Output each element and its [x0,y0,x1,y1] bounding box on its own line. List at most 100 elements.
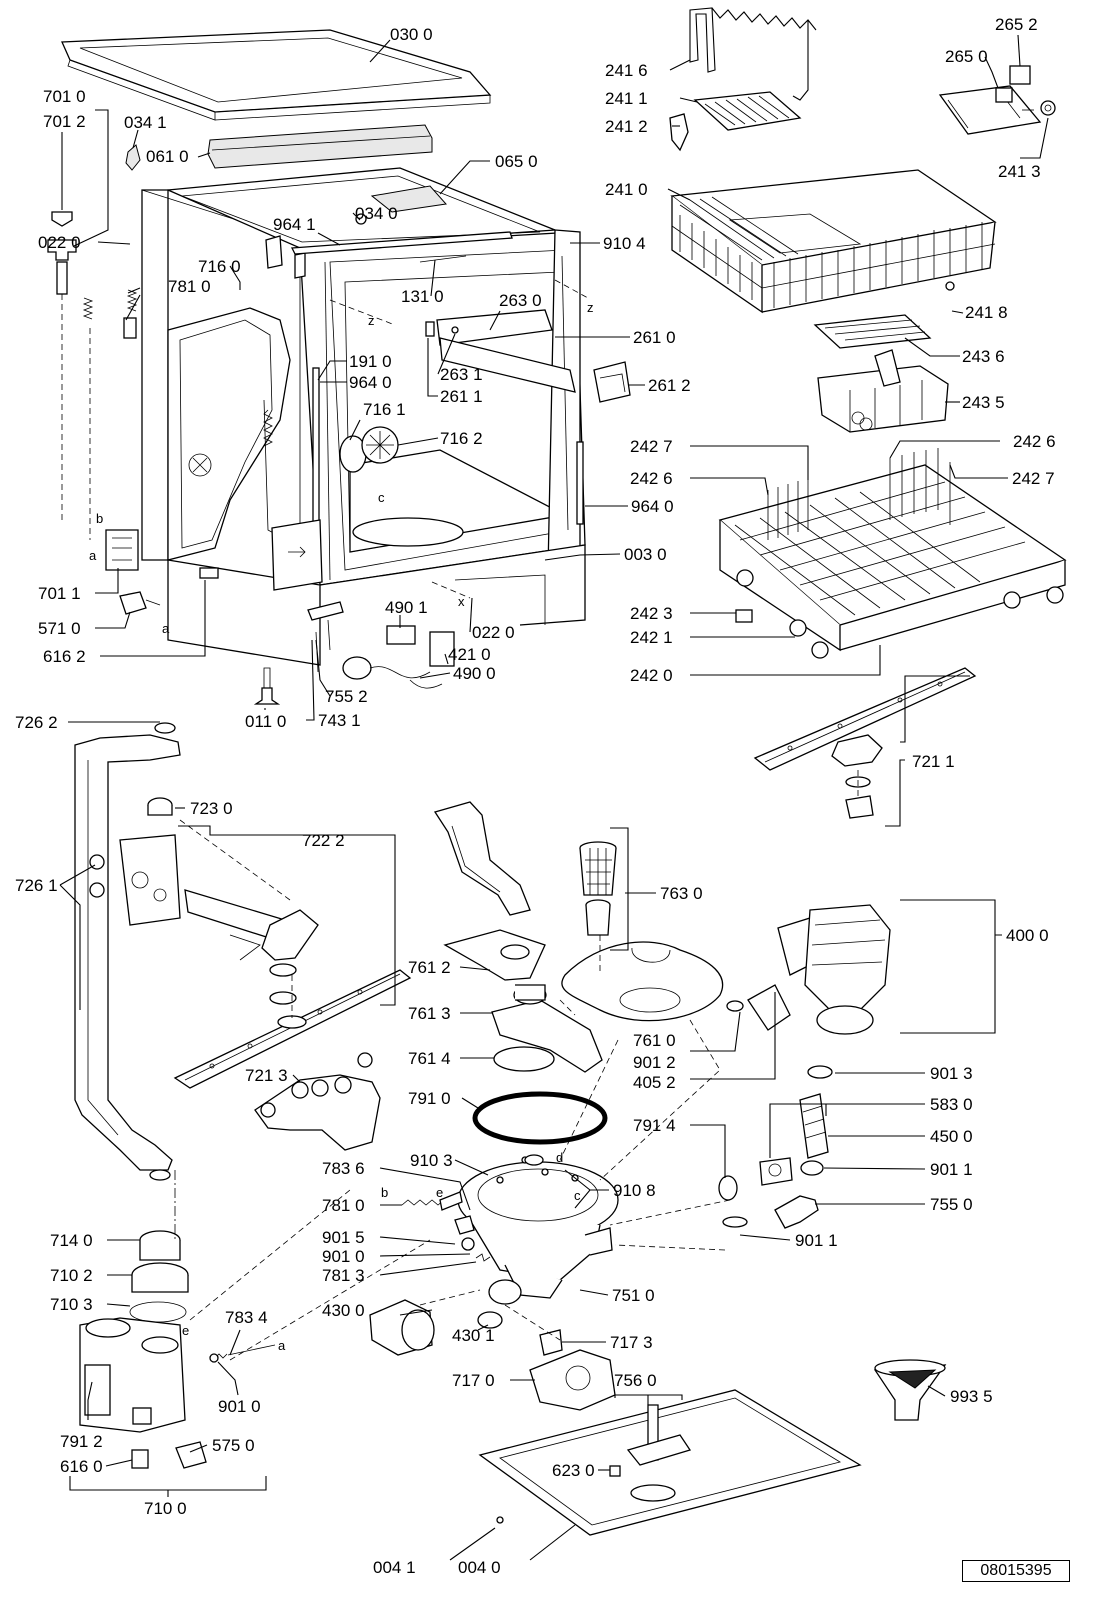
marker-c-tub: c [378,490,385,505]
callout-717-3: 717 3 [610,1333,653,1352]
callout-761-2: 761 2 [408,958,451,977]
callout-004-0: 004 0 [458,1558,501,1577]
callout-717-0: 717 0 [452,1371,495,1390]
callout-034-1: 034 1 [124,113,167,132]
callout-241-3: 241 3 [998,162,1041,181]
callout-783-6: 783 6 [322,1159,365,1178]
callout-490-0: 490 0 [453,664,496,683]
callout-241-2: 241 2 [605,117,648,136]
callout-261-0: 261 0 [633,328,676,347]
softener-710 [79,1230,276,1469]
marker-c-sump: c [574,1188,581,1203]
callout-623-0: 623 0 [552,1461,595,1480]
marker-a-lower: a [278,1338,286,1353]
callout-901-1-upper: 901 1 [930,1160,973,1179]
callout-714-0: 714 0 [50,1231,93,1250]
assembly-lines [174,770,859,1361]
fine-filter-761-0 [561,941,724,1022]
callout-722-2: 722 2 [302,831,345,850]
callout-901-2: 901 2 [633,1053,676,1072]
callout-243-6: 243 6 [962,347,1005,366]
callout-901-0-mid: 901 0 [322,1247,365,1266]
marker-a-switch: a [162,621,170,636]
callout-751-0: 751 0 [612,1286,655,1305]
callout-004-1: 004 1 [373,1558,416,1577]
callout-791-2: 791 2 [60,1432,103,1451]
callout-761-0: 761 0 [633,1031,676,1050]
callout-964-0-mid: 964 0 [349,373,392,392]
marker-e-lower: e [182,1323,189,1338]
right-hoses [718,1065,833,1229]
callout-716-1: 716 1 [363,400,406,419]
upper-spray-parts [119,797,412,1089]
callout-910-3: 910 3 [410,1151,453,1170]
callout-261-2: 261 2 [648,376,691,395]
callout-263-0: 263 0 [499,291,542,310]
callout-131-0: 131 0 [401,287,444,306]
drain-pump-430 [369,1299,503,1356]
callout-723-0: 723 0 [190,799,233,818]
connection-markers: b a a z z c x d e b e a c [89,300,594,1353]
callout-030-0: 030 0 [390,25,433,44]
callout-061-0: 061 0 [146,147,189,166]
callout-791-4: 791 4 [633,1116,676,1135]
marker-a-top: a [89,548,97,563]
callout-721-3: 721 3 [245,1066,288,1085]
marker-e-upper: e [436,1185,443,1200]
marker-z-right: z [587,300,594,315]
callout-583-0: 583 0 [930,1095,973,1114]
callout-755-2: 755 2 [325,687,368,706]
callout-791-0: 791 0 [408,1089,451,1108]
callout-571-0: 571 0 [38,619,81,638]
callout-716-0: 716 0 [198,257,241,276]
callout-263-1: 263 1 [440,365,483,384]
callout-490-1: 490 1 [385,598,428,617]
sump-cover-761 [443,929,603,1073]
funnel-993-5 [873,1359,947,1421]
callout-575-0: 575 0 [212,1436,255,1455]
callout-242-0: 242 0 [630,666,673,685]
cutlery-basket-group [813,314,949,433]
callout-781-0-top: 781 0 [168,277,211,296]
callout-242-1: 242 1 [630,628,673,647]
callout-241-0: 241 0 [605,180,648,199]
callout-756-0: 756 0 [614,1371,657,1390]
callout-242-3: 242 3 [630,604,673,623]
callout-243-5: 243 5 [962,393,1005,412]
callout-701-0: 701 0 [43,87,86,106]
callout-901-3: 901 3 [930,1064,973,1083]
marker-b-top: b [96,511,103,526]
callout-022-0-top: 022 0 [38,233,81,252]
spray-pipe-726 [74,722,181,1181]
callout-726-2: 726 2 [15,713,58,732]
callout-242-6-right: 242 6 [1013,432,1056,451]
callout-430-1: 430 1 [452,1326,495,1345]
callout-261-1: 261 1 [440,387,483,406]
callout-265-0: 265 0 [945,47,988,66]
callout-616-0: 616 0 [60,1457,103,1476]
callout-910-8: 910 8 [613,1181,656,1200]
leader-lines [59,34,1049,1561]
callout-065-0: 065 0 [495,152,538,171]
callout-265-2: 265 2 [995,15,1038,34]
lower-basket-group [718,448,1067,659]
callout-242-7-left: 242 7 [630,437,673,456]
callout-616-2: 616 2 [43,647,86,666]
callout-430-0: 430 0 [322,1301,365,1320]
callout-241-6: 241 6 [605,61,648,80]
callout-901-5: 901 5 [322,1228,365,1247]
callout-710-3: 710 3 [50,1295,93,1314]
callout-022-0-bottom: 022 0 [472,623,515,642]
cabinet-body [47,167,631,705]
marker-x: x [458,594,465,609]
callout-191-0: 191 0 [349,352,392,371]
callout-003-0: 003 0 [624,545,667,564]
sensor-parts [401,1154,544,1262]
callout-400-0: 400 0 [1006,926,1049,945]
callout-710-0: 710 0 [144,1499,187,1518]
callout-910-4: 910 4 [603,234,646,253]
callout-710-2: 710 2 [50,1266,93,1285]
callout-763-0: 763 0 [660,884,703,903]
filter-763 [579,841,617,936]
callout-011-0: 011 0 [245,712,286,731]
